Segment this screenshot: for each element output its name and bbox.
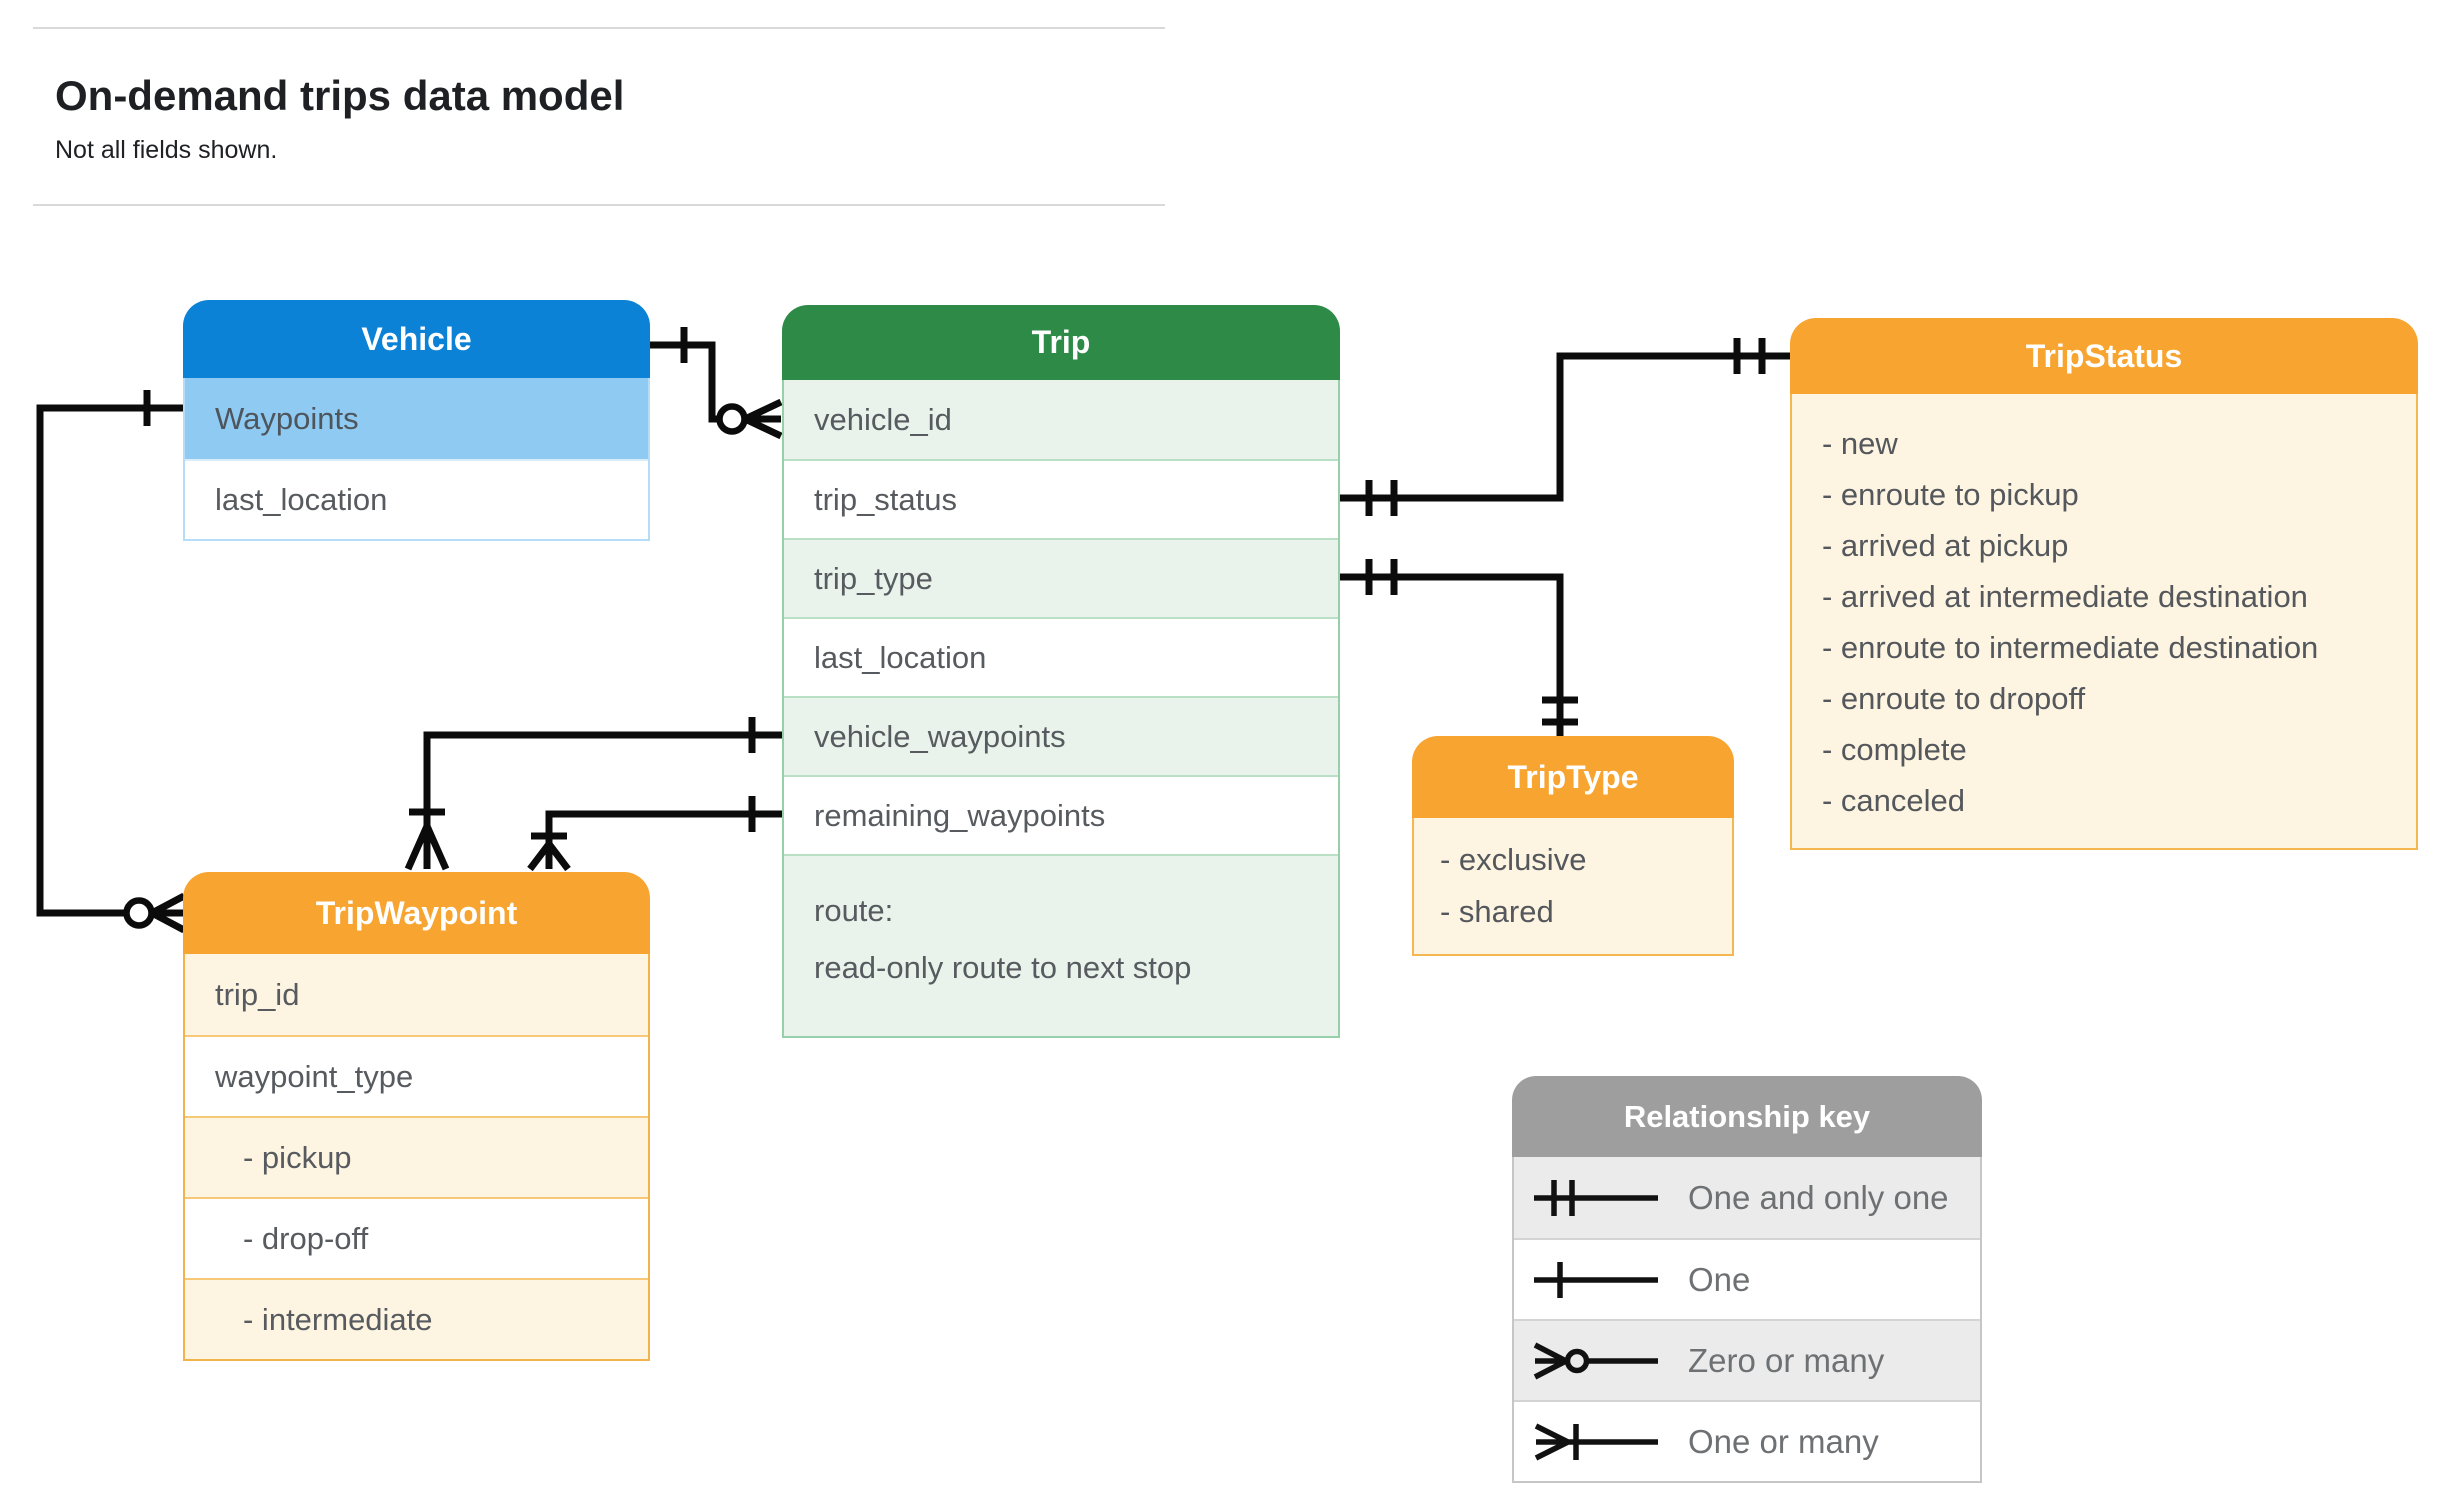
- field-row: vehicle_waypoints: [784, 696, 1338, 775]
- enum-value: - enroute to intermediate destination: [1822, 630, 2319, 665]
- legend-label: One or many: [1688, 1422, 1879, 1460]
- entity-tripstatus: TripStatus - new - enroute to pickup - a…: [1790, 318, 2418, 850]
- entity-vehicle-body: Waypoints last_location: [183, 378, 650, 541]
- entity-triptype: TripType - exclusive - shared: [1412, 736, 1734, 956]
- field-row: trip_id: [185, 954, 648, 1035]
- field-row: last_location: [185, 459, 648, 539]
- enum-value: - arrived at intermediate destination: [1822, 579, 2308, 614]
- legend-row: One or many: [1514, 1400, 1980, 1481]
- one-icon: [1534, 1261, 1658, 1298]
- connector-remaining-waypoints-field: [527, 796, 782, 872]
- entity-tripwaypoint-header: TripWaypoint: [183, 872, 650, 954]
- one-and-only-one-icon: [1534, 1179, 1658, 1216]
- enum-value: - shared: [1440, 894, 1554, 929]
- field-row: trip_status: [784, 459, 1338, 538]
- enum-value: - exclusive: [1440, 842, 1587, 877]
- entity-tripstatus-body: - new - enroute to pickup - arrived at p…: [1790, 394, 2418, 850]
- one-or-many-icon: [1534, 1423, 1658, 1460]
- relationship-key: Relationship key One and only one One: [1512, 1076, 1982, 1483]
- enum-row: - intermediate: [185, 1278, 648, 1359]
- legend-row: One: [1514, 1238, 1980, 1319]
- legend-label: One: [1688, 1260, 1751, 1298]
- entity-triptype-body: - exclusive - shared: [1412, 818, 1734, 956]
- enum-value: - enroute to dropoff: [1822, 681, 2086, 716]
- connector-vehicle-to-trip: [650, 327, 783, 440]
- entity-tripwaypoint-body: trip_id waypoint_type - pickup - drop-of…: [183, 954, 650, 1361]
- enum-value: - new: [1822, 426, 1898, 461]
- enum-row: - drop-off: [185, 1197, 648, 1278]
- field-row: trip_type: [784, 538, 1338, 617]
- enum-value: - complete: [1822, 732, 1967, 767]
- divider-top: [33, 27, 1165, 29]
- legend-label: Zero or many: [1688, 1341, 1885, 1379]
- connector-vehicle-waypoints-to-tripwaypoint: [36, 390, 186, 934]
- field-row-route: route: read-only route to next stop: [784, 854, 1338, 1036]
- entity-trip-body: vehicle_id trip_status trip_type last_lo…: [782, 380, 1340, 1038]
- entity-vehicle: Vehicle Waypoints last_location: [183, 300, 650, 541]
- entity-vehicle-header: Vehicle: [183, 300, 650, 378]
- route-label: route:: [814, 893, 894, 928]
- connector-vehicle-waypoints-field: [404, 717, 782, 871]
- page-subtitle: Not all fields shown.: [55, 136, 278, 164]
- relationship-key-body: One and only one One Zero or many: [1512, 1157, 1982, 1483]
- field-row: last_location: [784, 617, 1338, 696]
- relationship-key-header: Relationship key: [1512, 1076, 1982, 1157]
- entity-triptype-header: TripType: [1412, 736, 1734, 818]
- enum-value: - enroute to pickup: [1822, 477, 2079, 512]
- zero-or-many-icon: [1533, 1342, 1658, 1379]
- divider-bottom: [33, 204, 1165, 206]
- field-row: waypoint_type: [185, 1035, 648, 1116]
- connector-triptype: [1340, 559, 1578, 736]
- route-sublabel: read-only route to next stop: [814, 950, 1192, 985]
- enum-value: - arrived at pickup: [1822, 528, 2069, 563]
- entity-tripwaypoint: TripWaypoint trip_id waypoint_type - pic…: [183, 872, 650, 1361]
- entity-trip: Trip vehicle_id trip_status trip_type la…: [782, 305, 1340, 1038]
- connector-tripstatus: [1340, 338, 1790, 516]
- entity-trip-header: Trip: [782, 305, 1340, 380]
- page-title: On-demand trips data model: [55, 72, 625, 119]
- entity-tripstatus-header: TripStatus: [1790, 318, 2418, 394]
- field-row: Waypoints: [185, 378, 648, 459]
- legend-row: Zero or many: [1514, 1319, 1980, 1400]
- field-row: vehicle_id: [784, 380, 1338, 459]
- enum-value: - canceled: [1822, 783, 1966, 818]
- legend-row: One and only one: [1514, 1157, 1980, 1238]
- field-row: remaining_waypoints: [784, 775, 1338, 854]
- legend-label: One and only one: [1688, 1178, 1949, 1216]
- enum-row: - pickup: [185, 1116, 648, 1197]
